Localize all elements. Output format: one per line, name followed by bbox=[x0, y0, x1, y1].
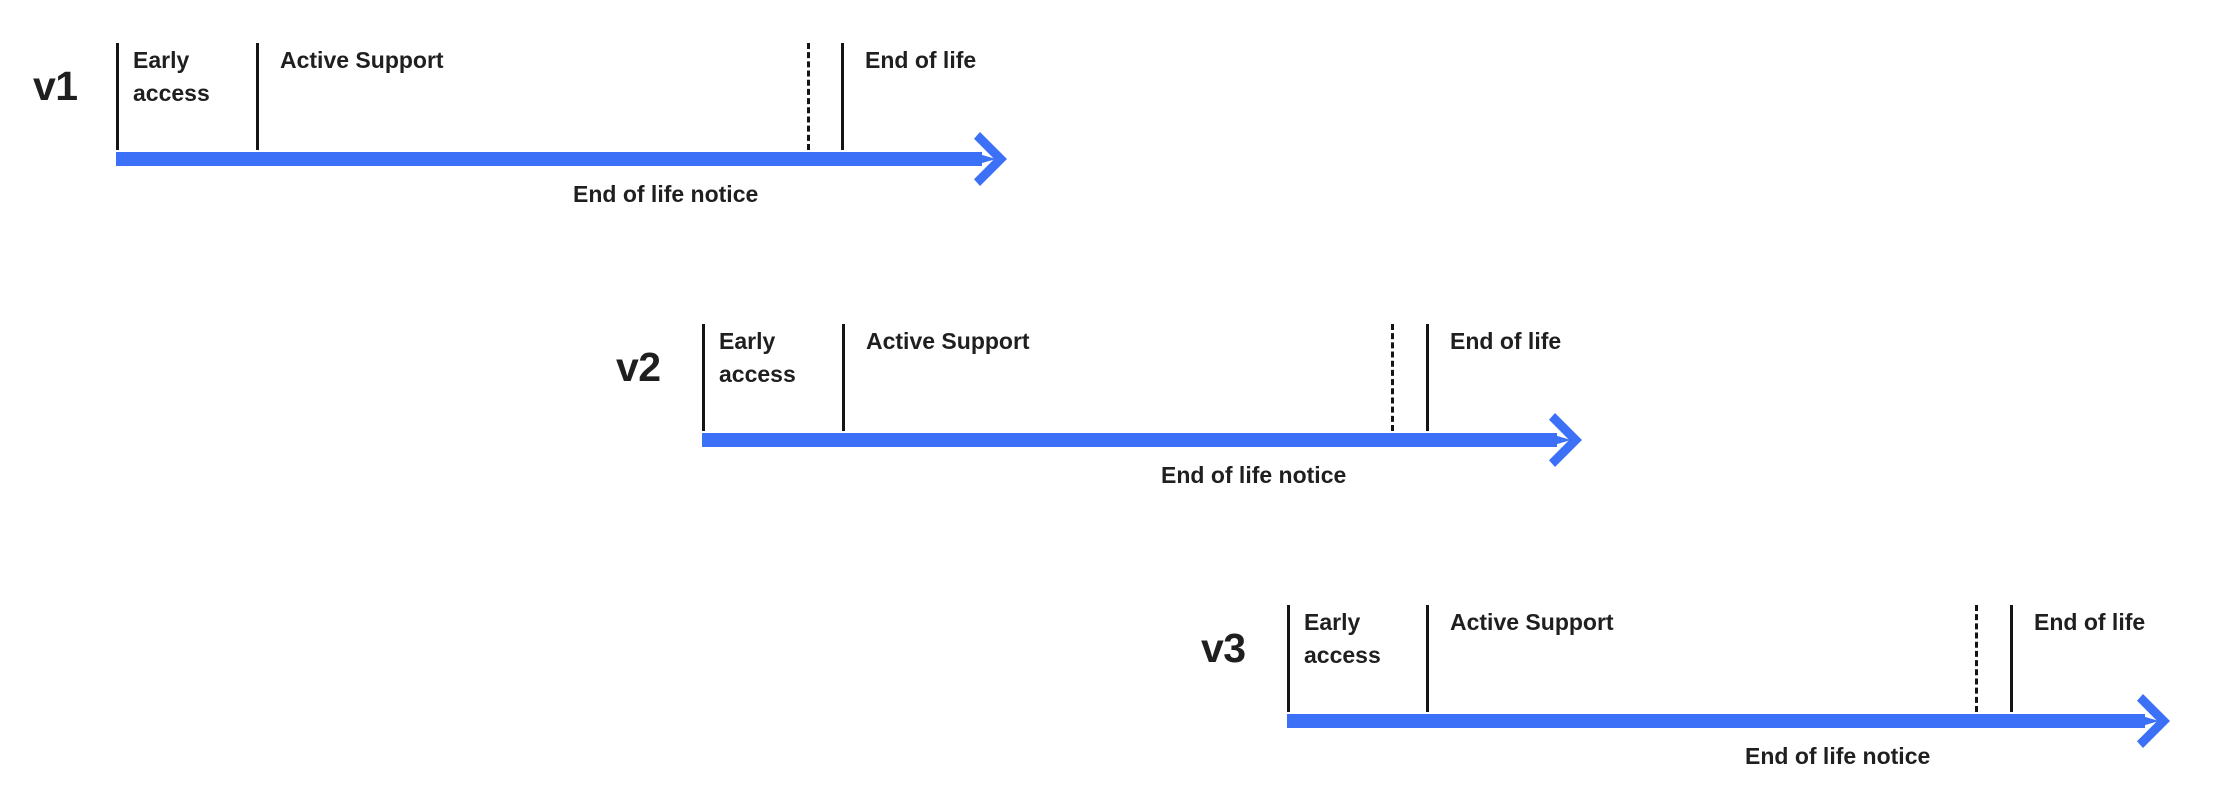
phase-label-active-support: Active Support bbox=[1450, 609, 1614, 635]
divider-end-of-life-start bbox=[841, 43, 844, 150]
phase-label-early-access: Early access bbox=[719, 328, 796, 387]
phase-label-end-of-life: End of life bbox=[865, 47, 977, 73]
divider-early-access-start bbox=[116, 43, 119, 150]
divider-active-support-start bbox=[256, 43, 259, 150]
divider-end-of-life-start bbox=[2010, 605, 2013, 712]
version-label-v3: v3 bbox=[1201, 625, 1246, 671]
divider-end-of-life-notice-marker bbox=[1975, 605, 1978, 712]
version-label-v2: v2 bbox=[616, 344, 661, 390]
divider-active-support-start bbox=[1426, 605, 1429, 712]
phase-label-end-of-life: End of life bbox=[1450, 328, 1562, 354]
timeline-track bbox=[702, 433, 1557, 447]
timeline-track bbox=[1287, 714, 2145, 728]
end-of-life-notice-label: End of life notice bbox=[1745, 743, 1931, 769]
phase-label-early-access: Early access bbox=[133, 47, 210, 106]
timeline-track bbox=[116, 152, 982, 166]
version-label-v1: v1 bbox=[33, 63, 78, 109]
divider-active-support-start bbox=[842, 324, 845, 431]
divider-end-of-life-start bbox=[1426, 324, 1429, 431]
end-of-life-notice-label: End of life notice bbox=[1161, 462, 1347, 488]
phase-label-early-access: Early access bbox=[1304, 609, 1381, 668]
divider-end-of-life-notice-marker bbox=[1391, 324, 1394, 431]
phase-label-active-support: Active Support bbox=[280, 47, 444, 73]
timeline-arrow-icon bbox=[972, 131, 1026, 187]
divider-early-access-start bbox=[1287, 605, 1290, 712]
phase-label-active-support: Active Support bbox=[866, 328, 1030, 354]
phase-label-end-of-life: End of life bbox=[2034, 609, 2146, 635]
end-of-life-notice-label: End of life notice bbox=[573, 181, 759, 207]
timeline-arrow-icon bbox=[1547, 412, 1601, 468]
divider-early-access-start bbox=[702, 324, 705, 431]
timeline-arrow-icon bbox=[2135, 693, 2189, 749]
divider-end-of-life-notice-marker bbox=[807, 43, 810, 150]
